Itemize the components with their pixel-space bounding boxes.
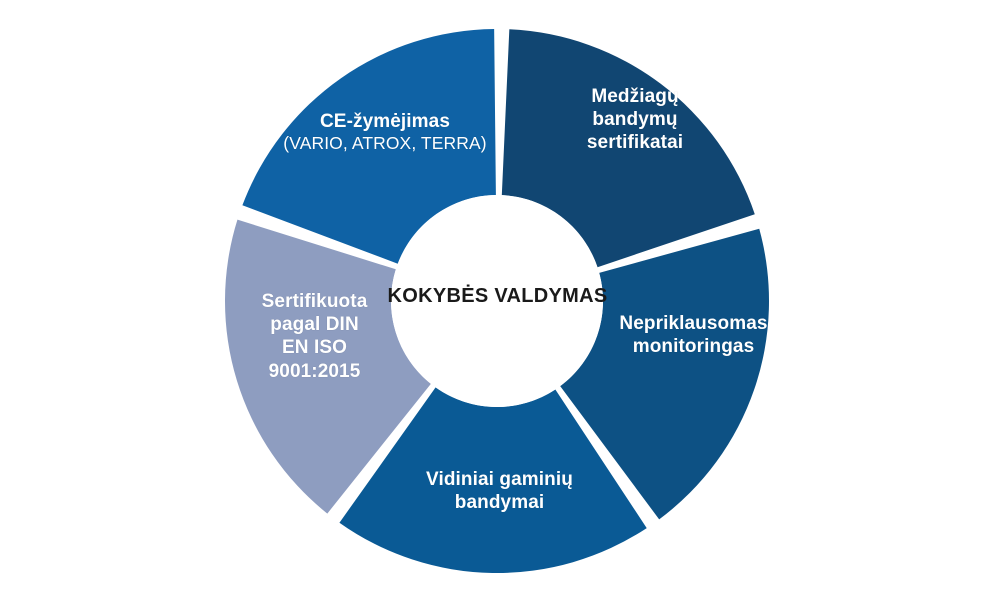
donut-segment-din-en-iso-certified[interactable]	[224, 219, 431, 514]
donut-segment-internal-product-testing[interactable]	[339, 387, 647, 573]
donut-segment-ce-marking[interactable]	[242, 29, 496, 264]
donut-center-hole	[391, 195, 603, 407]
donut-segment-materials-test-certificates[interactable]	[501, 29, 755, 268]
donut-segment-independent-monitoring[interactable]	[560, 228, 769, 520]
donut-segments-group	[224, 29, 769, 573]
